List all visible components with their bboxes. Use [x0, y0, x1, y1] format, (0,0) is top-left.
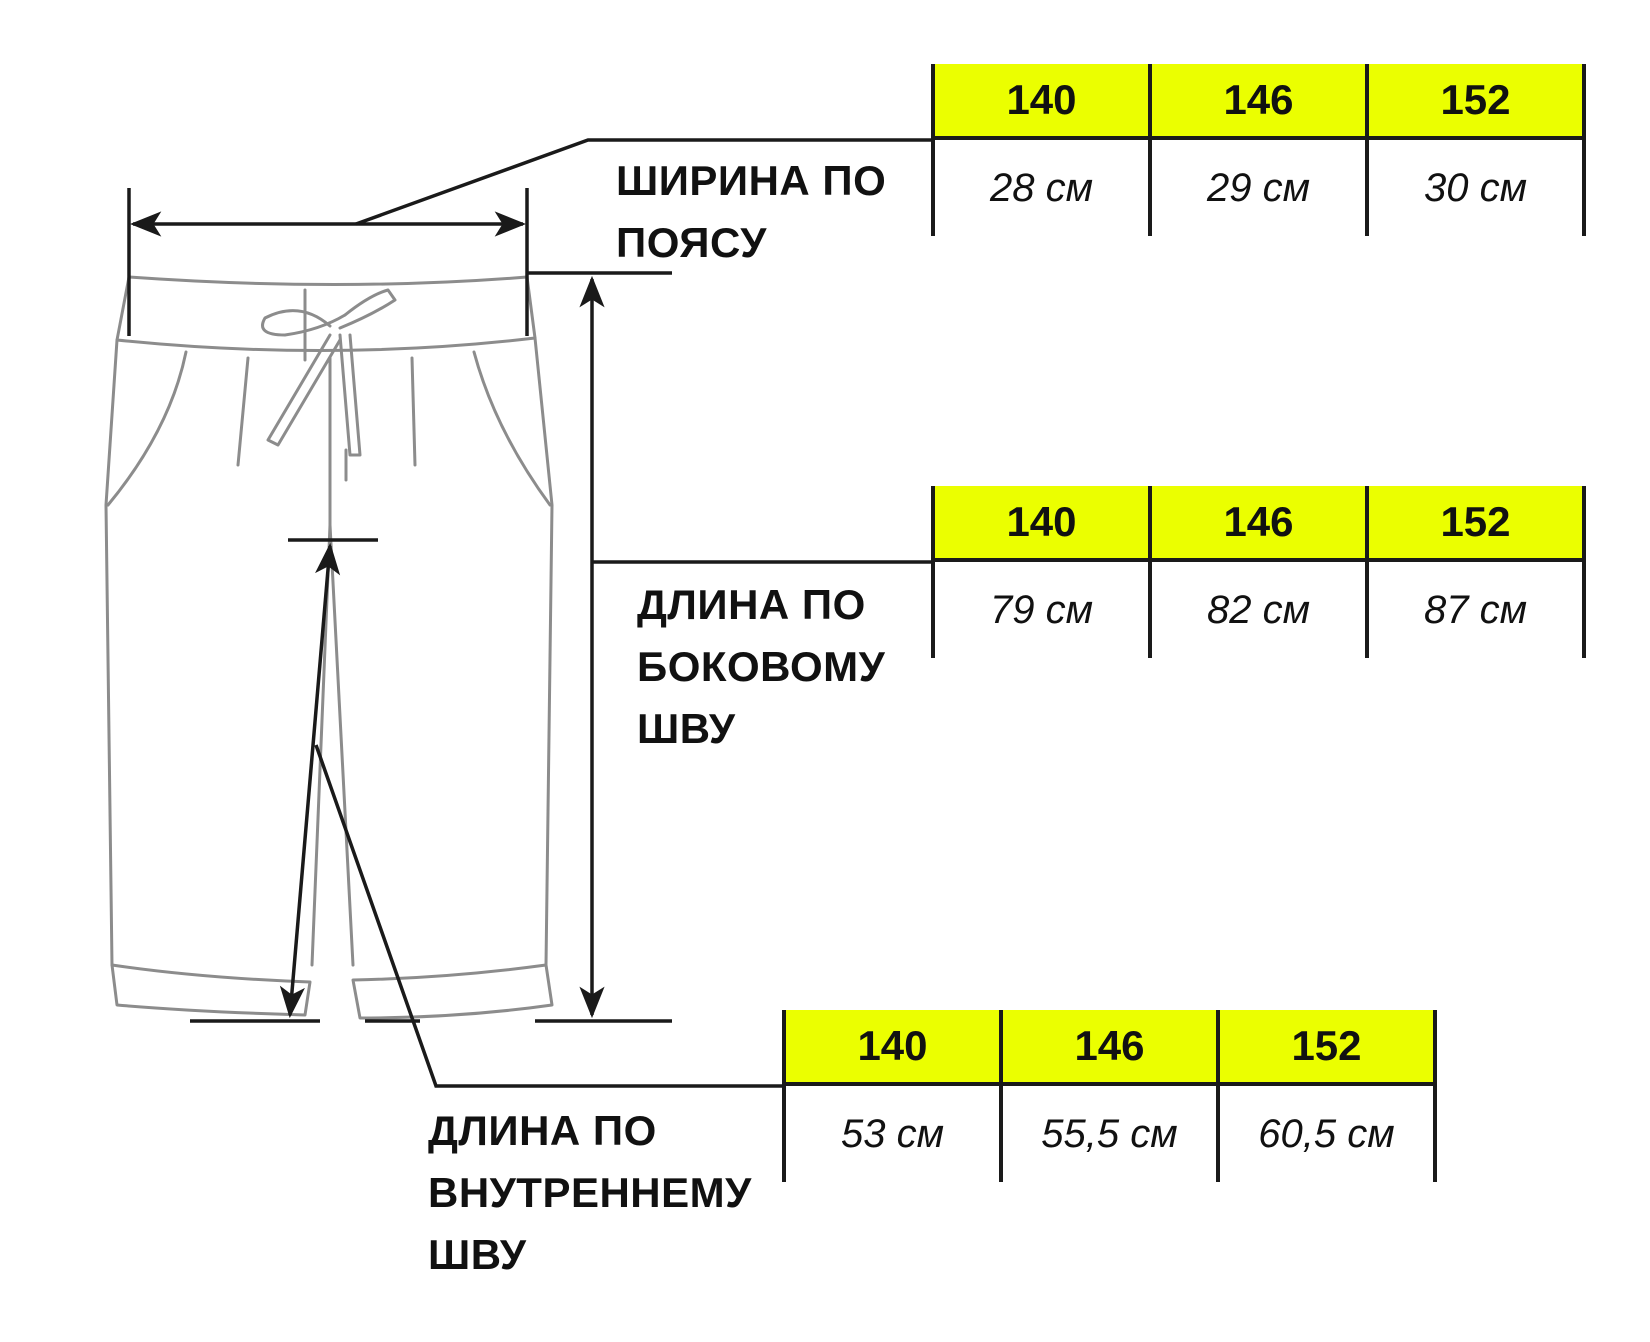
side-seam-size-146: 146: [1148, 486, 1365, 558]
side-seam-label: ДЛИНА ПО БОКОВОМУ ШВУ: [637, 574, 885, 760]
inseam-value-152: 60,5 см: [1216, 1086, 1437, 1182]
side-seam-size-140: 140: [931, 486, 1148, 558]
side-seam-size-152: 152: [1365, 486, 1586, 558]
inseam-size-152: 152: [1216, 1010, 1437, 1082]
waist-size-152: 152: [1365, 64, 1586, 136]
waist-label-line-1: ШИРИНА ПО: [616, 157, 887, 204]
inseam-label-line-1: ДЛИНА ПО: [428, 1107, 657, 1154]
side-seam-label-line-3: ШВУ: [637, 705, 736, 752]
side-seam-size-table: 140 146 152 79 см 82 см 87 см: [931, 486, 1586, 658]
inseam-value-146: 55,5 см: [999, 1086, 1216, 1182]
side-seam-label-line-1: ДЛИНА ПО: [637, 581, 866, 628]
side-seam-header-row: 140 146 152: [931, 486, 1586, 562]
waist-dimension: [127, 138, 933, 336]
side-seam-value-152: 87 см: [1365, 562, 1586, 658]
inseam-value-140: 53 см: [782, 1086, 999, 1182]
inseam-size-table: 140 146 152 53 см 55,5 см 60,5 см: [782, 1010, 1437, 1182]
inseam-size-146: 146: [999, 1010, 1216, 1082]
waist-label: ШИРИНА ПО ПОЯСУ: [616, 150, 886, 274]
side-seam-value-146: 82 см: [1148, 562, 1365, 658]
side-seam-value-row: 79 см 82 см 87 см: [931, 562, 1586, 658]
inseam-label: ДЛИНА ПО ВНУТРЕННЕМУ ШВУ: [428, 1100, 752, 1286]
inseam-label-line-3: ШВУ: [428, 1231, 527, 1278]
inseam-header-row: 140 146 152: [782, 1010, 1437, 1086]
waist-value-row: 28 см 29 см 30 см: [931, 140, 1586, 236]
inseam-size-140: 140: [782, 1010, 999, 1082]
side-seam-dimension: [527, 271, 933, 1023]
waist-header-row: 140 146 152: [931, 64, 1586, 140]
side-seam-label-line-2: БОКОВОМУ: [637, 643, 886, 690]
waist-label-line-2: ПОЯСУ: [616, 219, 767, 266]
waist-value-152: 30 см: [1365, 140, 1586, 236]
waist-value-140: 28 см: [931, 140, 1148, 236]
waist-size-140: 140: [931, 64, 1148, 136]
inseam-dimension: [190, 538, 784, 1088]
inseam-label-line-2: ВНУТРЕННЕМУ: [428, 1169, 752, 1216]
side-seam-value-140: 79 см: [931, 562, 1148, 658]
inseam-value-row: 53 см 55,5 см 60,5 см: [782, 1086, 1437, 1182]
pants-outline: [104, 275, 554, 1020]
waist-size-146: 146: [1148, 64, 1365, 136]
waist-size-table: 140 146 152 28 см 29 см 30 см: [931, 64, 1586, 236]
waist-value-146: 29 см: [1148, 140, 1365, 236]
